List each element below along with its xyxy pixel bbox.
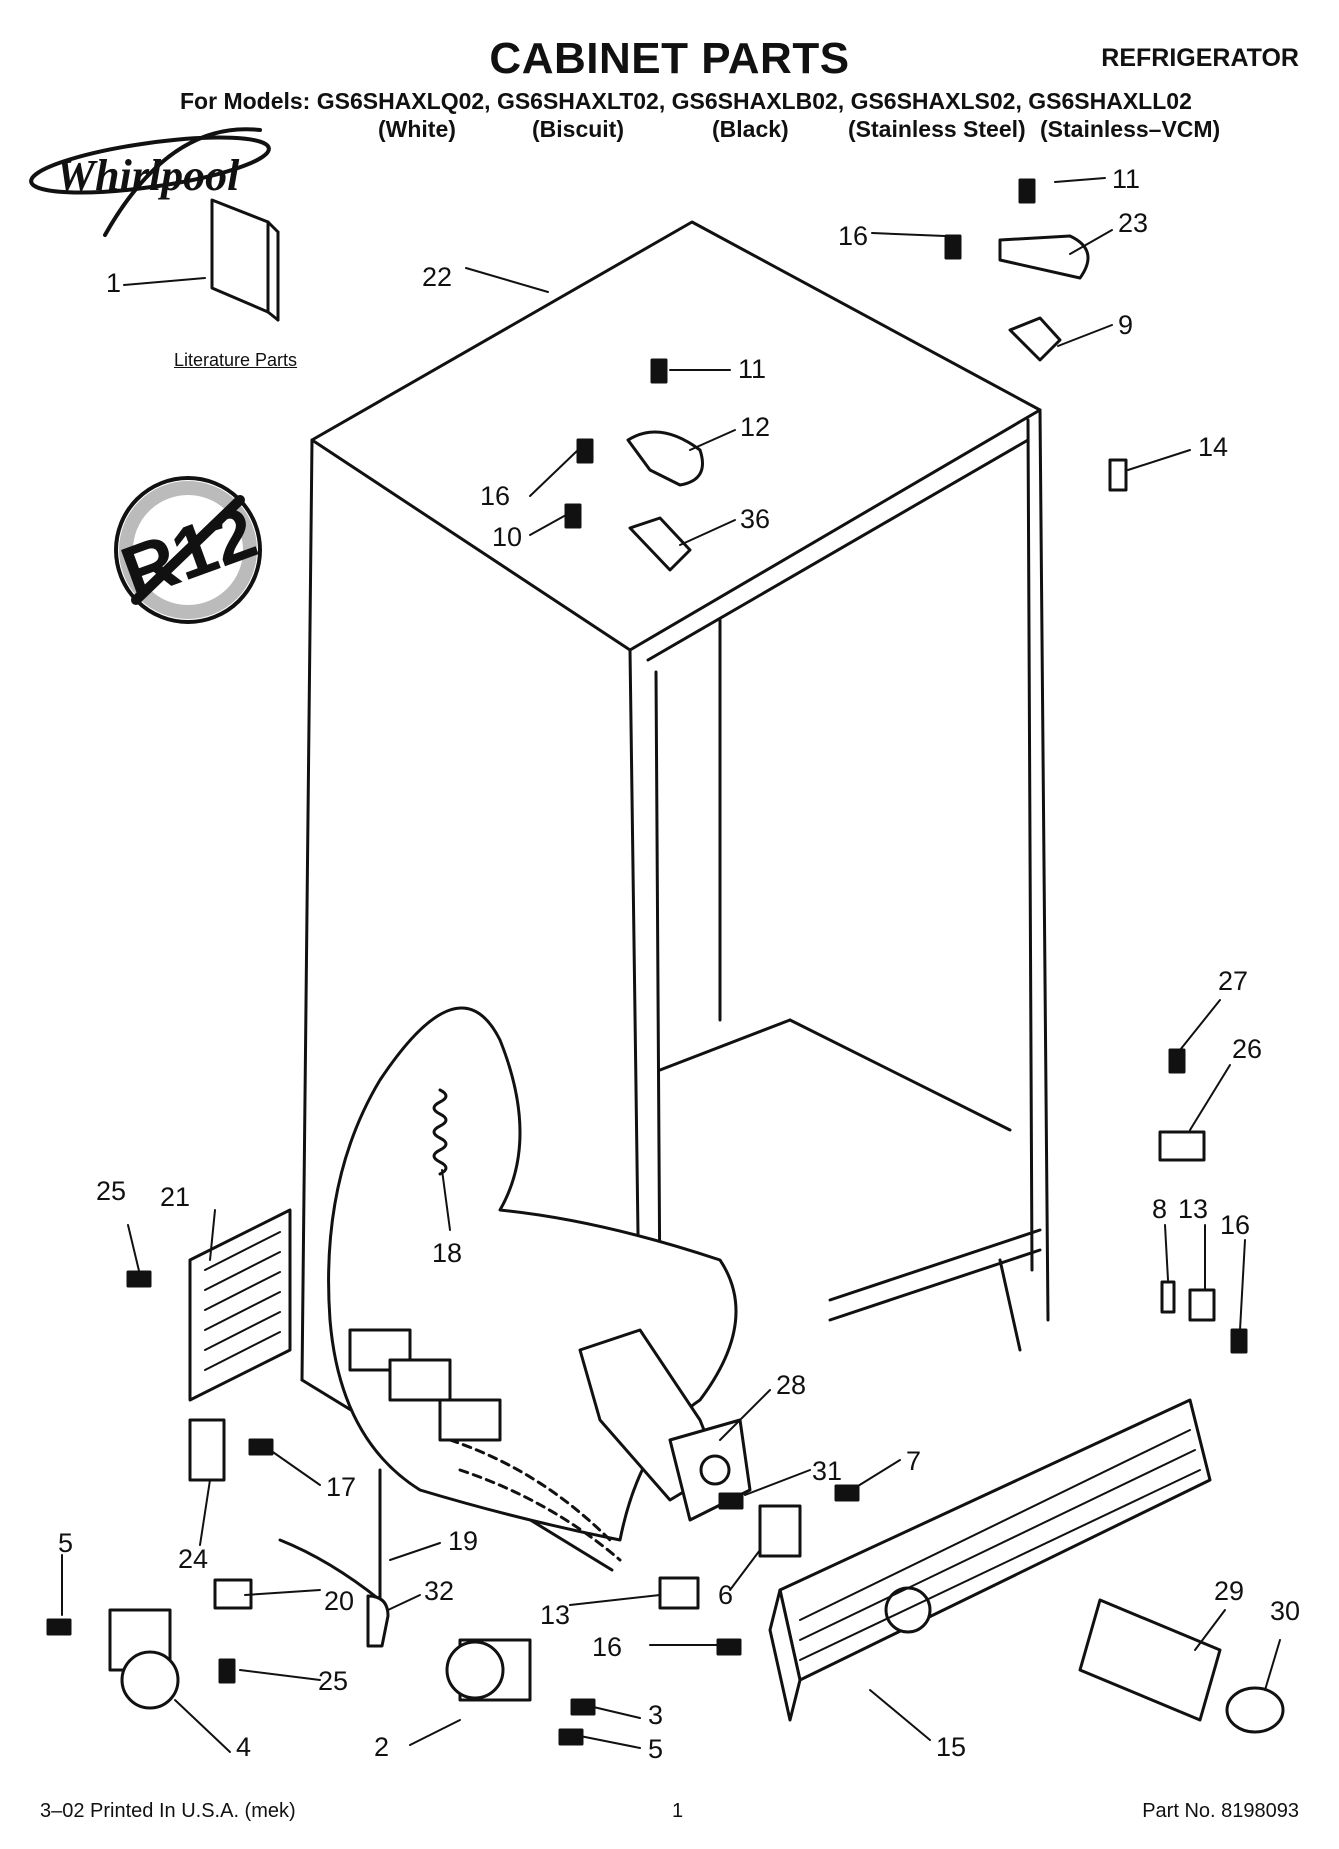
variant-stainless-vcm: (Stainless–VCM) [1040,116,1221,142]
clip-14 [1108,458,1128,492]
callout-16-bottom: 16 [592,1632,622,1662]
bracket-13-bottom [658,1576,700,1610]
toe-grille [768,1398,1212,1722]
models-line: For Models: GS6SHAXLQ02, GS6SHAXLT02, GS… [180,88,1192,114]
print-info: 3–02 Printed In U.S.A. (mek) [40,1800,296,1822]
callout-13: 13 [540,1600,570,1630]
callout-14: 14 [1198,432,1228,462]
variant-biscuit: (Biscuit) [532,116,624,142]
callout-2: 2 [374,1732,389,1762]
relay-block-icon-3 [438,1398,502,1442]
variant-white: (White) [378,116,456,142]
variant-stainless-steel: (Stainless Steel) [848,116,1026,142]
bracket-6 [758,1504,802,1558]
callout-27: 27 [1218,966,1248,996]
dashed-tubing [448,1438,612,1542]
spring-coil-icon [432,1088,448,1176]
roller-4 [108,1608,180,1710]
screw-icon [46,178,1248,1746]
callout-9: 9 [1118,310,1133,340]
part-number: Part No. 8198093 [1142,1800,1299,1822]
hinge-cover-12 [626,430,704,487]
literature-book-icon [210,198,280,322]
callout-31: 31 [812,1456,842,1486]
no-r12-icon [114,476,262,624]
callout-22: 22 [422,262,452,292]
rear-access-panel [188,1208,292,1402]
literature-parts-label: Literature Parts [174,350,298,370]
callout-23: 23 [1118,208,1148,238]
callout-28: 28 [776,1370,806,1400]
page-title: CABINET PARTS [489,34,850,83]
callout-18: 18 [432,1238,462,1268]
callout-29: 29 [1214,1576,1244,1606]
callout-16-right: 16 [1220,1210,1250,1240]
clip-32 [366,1594,390,1648]
callout-12: 12 [740,412,770,442]
callout-4: 4 [236,1732,251,1762]
callout-labels: 1 22 11 16 23 9 14 11 12 16 36 10 18 21 … [58,164,1300,1764]
callout-8: 8 [1152,1194,1167,1224]
callout-13-right: 13 [1178,1194,1208,1224]
filter-29 [1078,1598,1222,1722]
top-hinge-cover-23 [998,234,1090,280]
callout-10: 10 [492,522,522,552]
bracket-13-right [1188,1288,1216,1322]
bracket-26 [1158,1130,1206,1162]
filter-cap-30 [1225,1686,1285,1734]
callout-6: 6 [718,1580,733,1610]
callout-5-bottom: 5 [648,1734,663,1764]
variant-black: (Black) [712,116,789,142]
bracket-24 [188,1418,226,1482]
callout-16: 16 [480,481,510,511]
callout-11: 11 [738,354,766,384]
callout-1: 1 [106,268,121,298]
callout-11-top: 11 [1112,164,1140,194]
product-type: REFRIGERATOR [1101,44,1299,72]
callout-36: 36 [740,504,770,534]
callout-21: 21 [160,1182,190,1212]
callout-25: 25 [96,1176,126,1206]
callout-19: 19 [448,1526,478,1556]
top-hinge-9 [1008,316,1062,362]
callout-20: 20 [324,1586,354,1616]
relay-block-icon-2 [388,1358,452,1402]
hinge-36 [628,516,692,572]
callout-32: 32 [424,1576,454,1606]
callout-24: 24 [178,1544,208,1574]
page-number: 1 [672,1800,684,1822]
callout-16-top: 16 [838,221,868,251]
callout-25-bottom: 25 [318,1666,348,1696]
callout-30: 30 [1270,1596,1300,1626]
callout-3: 3 [648,1700,663,1730]
callout-15: 15 [936,1732,966,1762]
callout-17: 17 [326,1472,356,1502]
callout-26: 26 [1232,1034,1262,1064]
leveler-2 [445,1638,532,1702]
callout-5-left: 5 [58,1528,73,1558]
bracket-8 [1160,1280,1176,1314]
callout-7: 7 [906,1446,921,1476]
whirlpool-swirl-icon [29,135,271,195]
